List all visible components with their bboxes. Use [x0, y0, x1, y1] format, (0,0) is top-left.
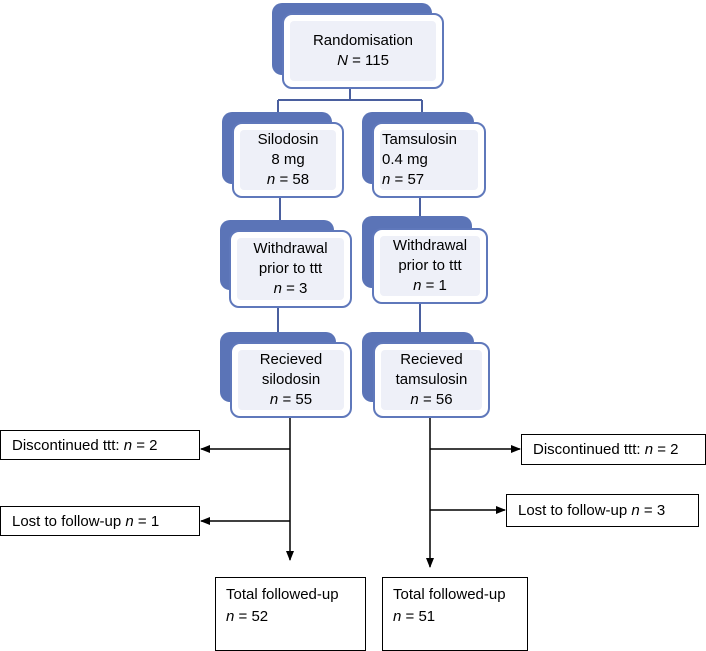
tamsulosin-total-label: Total followed-up [393, 586, 506, 603]
randomisation-split-connector [277, 88, 423, 112]
tamsulosin-received-line2: tamsulosin [395, 371, 468, 388]
tamsulosin-name: Tamsulosin [382, 131, 458, 148]
silodosin-total-count: n = 52 [226, 608, 269, 625]
tamsulosin-withdrawal-line1: Withdrawal [392, 237, 468, 254]
tamsulosin-received-count: n = 56 [410, 391, 453, 408]
silodosin-name: Silodosin [257, 131, 319, 148]
silodosin-received-line2: silodosin [261, 371, 321, 388]
silodosin-withdrawal-line2: prior to ttt [258, 260, 323, 277]
tamsulosin-count: n = 57 [382, 171, 425, 188]
silodosin-withdrawal-line1: Withdrawal [253, 240, 328, 257]
tamsulosin-lost-box: Lost to follow-up n = 3 [506, 494, 699, 527]
tamsulosin-received-line1: Recieved [400, 351, 463, 368]
randomisation-box: Randomisation N = 115 [272, 3, 446, 89]
tamsulosin-total-box: Total followed-up n = 51 [382, 577, 528, 651]
tamsulosin-dose: 0.4 mg [382, 151, 428, 168]
randomisation-count: N = 115 [337, 52, 389, 69]
tamsulosin-arm-box: Tamsulosin 0.4 mg n = 57 [362, 112, 488, 198]
randomisation-title: Randomisation [312, 32, 414, 49]
silodosin-count: n = 58 [266, 171, 310, 188]
silodosin-received-count: n = 55 [269, 391, 313, 408]
tamsulosin-withdrawal-box: Withdrawal prior to ttt n = 1 [362, 216, 488, 304]
silodosin-total-label: Total followed-up [226, 586, 339, 603]
silodosin-arm-box: Silodosin 8 mg n = 58 [222, 112, 346, 198]
silodosin-dose: 8 mg [271, 151, 305, 168]
tamsulosin-withdrawal-line2: prior to ttt [398, 257, 462, 274]
silodosin-discontinued-box: Discontinued ttt: n = 2 [0, 430, 200, 460]
silodosin-lost-box: Lost to follow-up n = 1 [0, 506, 200, 536]
tamsulosin-discontinued-box: Discontinued ttt: n = 2 [521, 434, 706, 465]
silodosin-received-line1: Recieved [259, 351, 323, 368]
tamsulosin-withdrawal-count: n = 1 [413, 277, 447, 294]
tamsulosin-total-count: n = 51 [393, 608, 436, 625]
tamsulosin-received-box: Recieved tamsulosin n = 56 [362, 332, 490, 418]
silodosin-total-box: Total followed-up n = 52 [215, 577, 366, 651]
silodosin-withdrawal-count: n = 3 [273, 280, 308, 297]
silodosin-withdrawal-box: Withdrawal prior to ttt n = 3 [220, 220, 352, 308]
silodosin-received-box: Recieved silodosin n = 55 [220, 332, 352, 418]
